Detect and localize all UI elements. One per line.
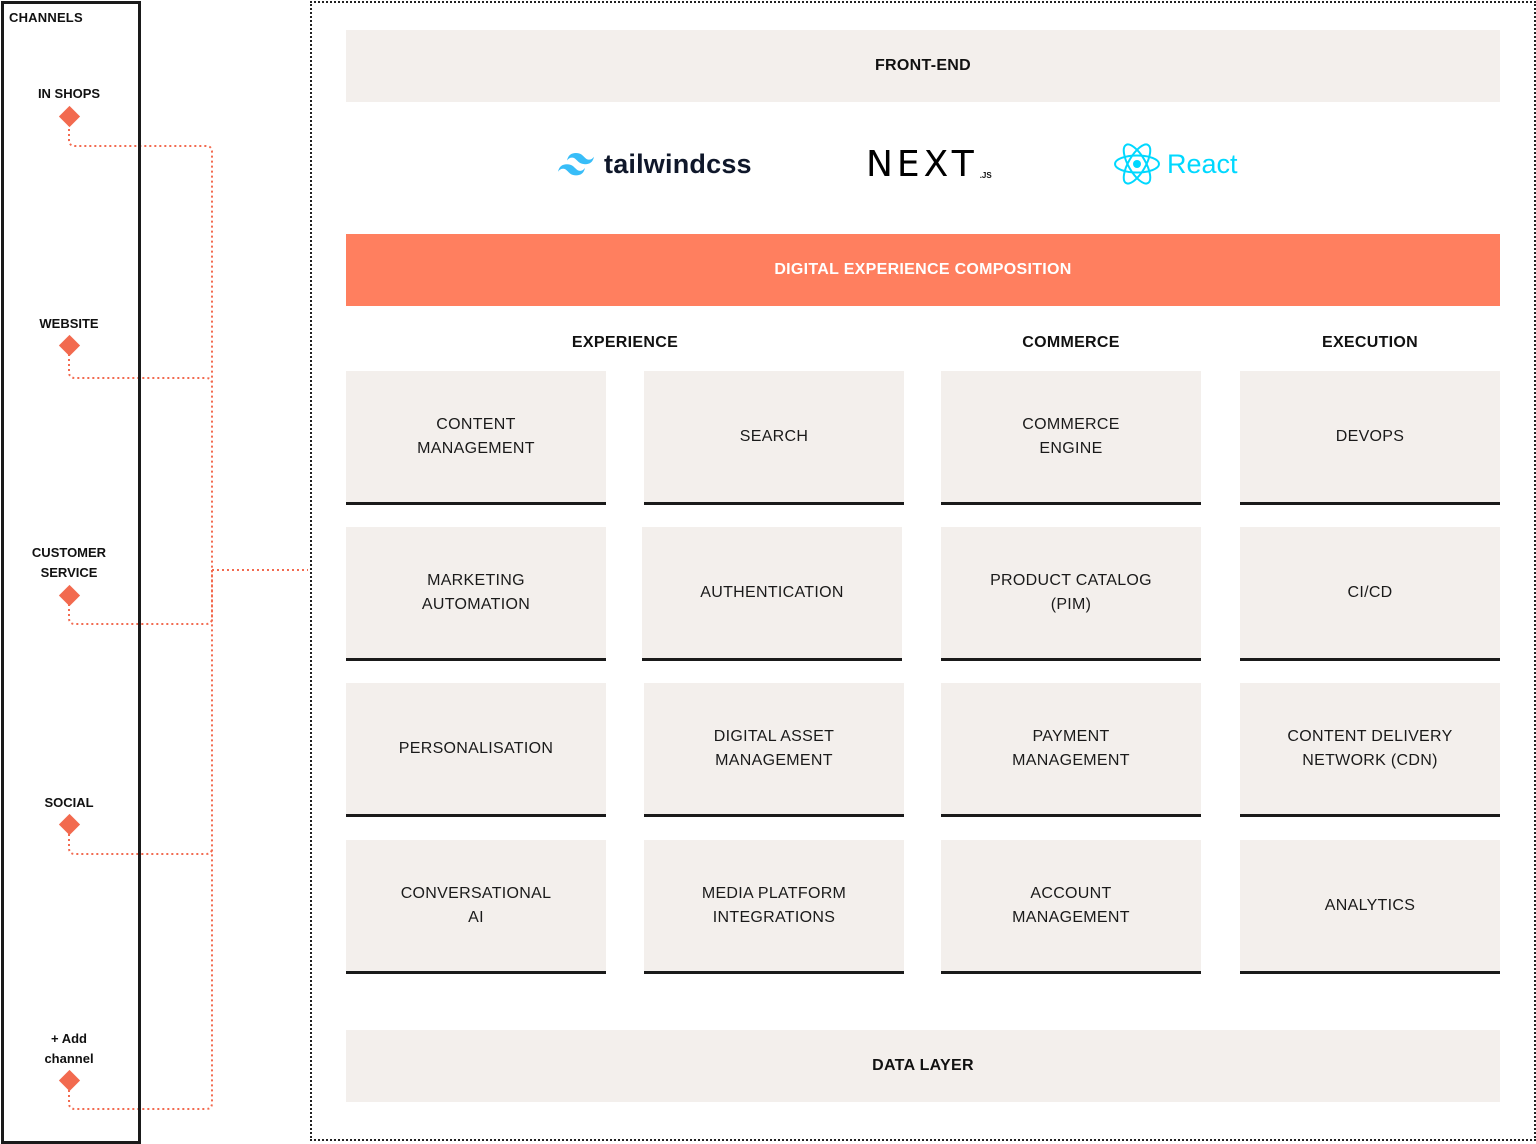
tile-devops[interactable]: DEVOPS [1240, 371, 1500, 505]
channel-label-social: SOCIAL [44, 795, 94, 810]
tile-content-delivery-network[interactable]: CONTENT DELIVERY NETWORK (CDN) [1240, 683, 1500, 817]
data-layer-band: DATA LAYER [346, 1030, 1500, 1102]
tile-commerce-engine[interactable]: COMMERCE ENGINE [941, 371, 1201, 505]
channel-label-in-shops: IN SHOPS [37, 86, 101, 101]
digital-experience-composition-band: DIGITAL EXPERIENCE COMPOSITION [346, 234, 1500, 306]
channel-label-customer-service: CUSTOMER SERVICE [31, 545, 107, 580]
nextjs-logo: NEXT .JS [866, 140, 992, 188]
tile-product-catalog[interactable]: PRODUCT CATALOG (PIM) [941, 527, 1201, 661]
tile-personalisation[interactable]: PERSONALISATION [346, 683, 606, 817]
column-header-execution: EXECUTION [1321, 334, 1419, 351]
add-channel-button[interactable]: + Add channel [44, 1031, 94, 1066]
tile-media-platform-integrations[interactable]: MEDIA PLATFORM INTEGRATIONS [644, 840, 904, 974]
tailwindcss-logo-text: tailwindcss [604, 148, 752, 179]
platform-container [310, 1, 1536, 1141]
column-header-commerce: COMMERCE [1022, 334, 1120, 351]
react-logo-text: React [1167, 148, 1238, 179]
tile-digital-asset-management[interactable]: DIGITAL ASSET MANAGEMENT [644, 683, 904, 817]
column-header-experience: EXPERIENCE [571, 334, 679, 351]
tile-content-management[interactable]: CONTENT MANAGEMENT [346, 371, 606, 505]
channel-label-website: WEBSITE [39, 316, 99, 331]
react-icon [1114, 143, 1160, 185]
channels-title: CHANNELS [9, 10, 83, 25]
tailwind-icon [558, 153, 594, 176]
tile-ci-cd[interactable]: CI/CD [1240, 527, 1500, 661]
tile-authentication[interactable]: AUTHENTICATION [642, 527, 902, 661]
tile-conversational-ai[interactable]: CONVERSATIONAL AI [346, 840, 606, 974]
tile-payment-management[interactable]: PAYMENT MANAGEMENT [941, 683, 1201, 817]
nextjs-logo-suffix: .JS [979, 170, 992, 180]
nextjs-logo-text: NEXT [866, 143, 978, 185]
front-end-band: FRONT-END [346, 30, 1500, 102]
react-logo: React [1113, 140, 1238, 188]
tile-search[interactable]: SEARCH [644, 371, 904, 505]
tile-account-management[interactable]: ACCOUNT MANAGEMENT [941, 840, 1201, 974]
tile-marketing-automation[interactable]: MARKETING AUTOMATION [346, 527, 606, 661]
tailwindcss-logo: tailwindcss [556, 142, 752, 186]
tile-analytics[interactable]: ANALYTICS [1240, 840, 1500, 974]
